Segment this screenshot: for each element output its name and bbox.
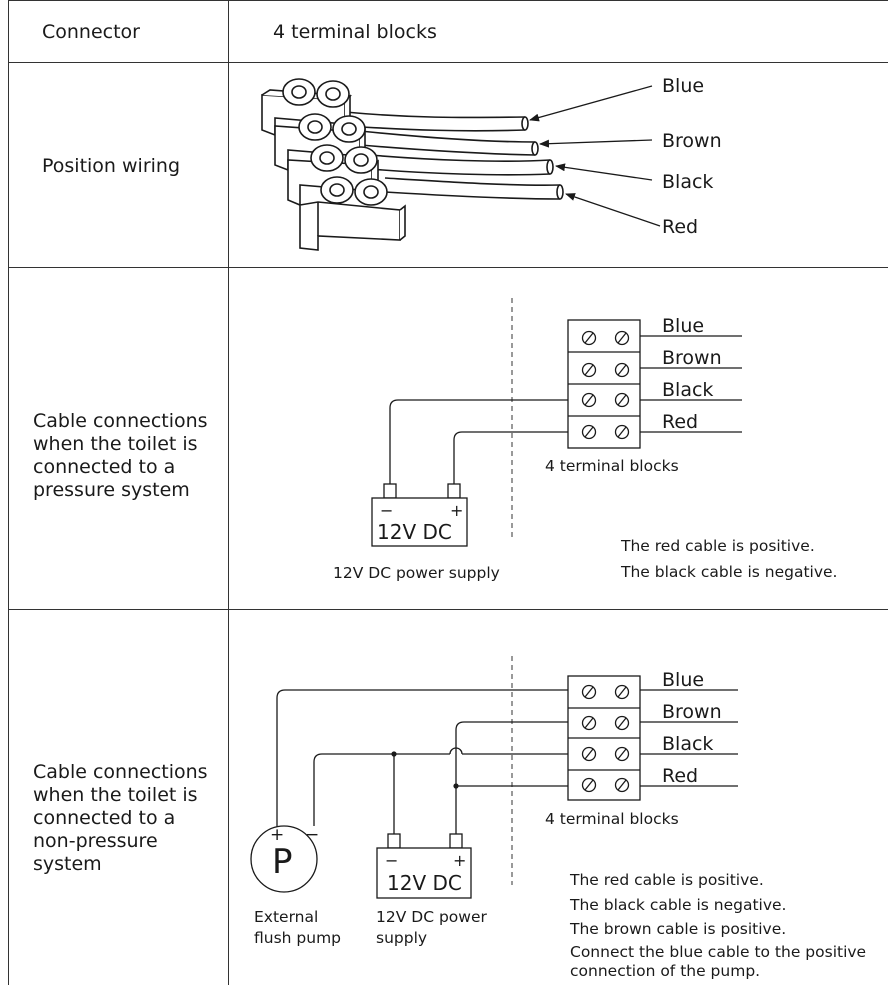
battery-2-minus: − <box>385 851 398 870</box>
power-supply-caption: 12V DC power supply <box>333 564 500 582</box>
battery-plus: + <box>450 501 463 520</box>
row-label-position-wiring: Position wiring <box>42 155 181 177</box>
pump-letter: P <box>272 842 293 882</box>
cable-label-blue: Blue <box>662 75 704 97</box>
nonpressure-label-brown: Brown <box>662 701 722 723</box>
nonpressure-label-blue: Blue <box>662 669 704 691</box>
pump-minus: − <box>305 825 319 845</box>
battery-minus: − <box>380 501 393 520</box>
nonpressure-wiring-diagram: Blue Brown Black Red 4 terminal blocks P… <box>250 656 866 980</box>
terminal-block-1 <box>261 78 353 137</box>
battery-2-plus: + <box>453 851 466 870</box>
nonpressure-note-5: connection of the pump. <box>570 962 760 980</box>
pressure-label-red: Red <box>662 411 698 433</box>
nonpressure-note-3: The brown cable is positive. <box>569 920 786 938</box>
junction-dot-black <box>391 751 397 757</box>
nonpressure-note-1: The red cable is positive. <box>569 871 764 889</box>
nonpressure-note-4: Connect the blue cable to the positive <box>570 943 866 961</box>
pump-plus: + <box>270 825 284 845</box>
row-value-connector: 4 terminal blocks <box>273 21 437 43</box>
pressure-label-black: Black <box>662 379 713 401</box>
table-row-divider-2 <box>8 267 888 268</box>
pressure-terminal-caption: 4 terminal blocks <box>545 457 679 475</box>
battery-2-label: 12V DC <box>387 871 462 895</box>
power-caption-line-2: supply <box>376 929 427 947</box>
junction-dot-red <box>453 783 459 789</box>
nonpressure-note-2: The black cable is negative. <box>569 896 786 914</box>
row-label-pressure-system: Cable connections when the toilet is con… <box>33 410 208 501</box>
terminal-strip-2 <box>276 675 738 834</box>
terminal-block-4 <box>299 176 406 251</box>
cable-wires <box>344 111 564 200</box>
cable-label-brown: Brown <box>662 130 722 152</box>
nonpressure-terminal-caption: 4 terminal blocks <box>545 810 679 828</box>
pressure-note-red: The red cable is positive. <box>620 537 815 555</box>
table-border-top <box>8 0 888 1</box>
nonpressure-label-red: Red <box>662 765 698 787</box>
row-label-connector: Connector <box>42 21 140 43</box>
pump: P + − <box>250 825 319 893</box>
cable-label-black: Black <box>662 171 713 193</box>
nonpressure-label-black: Black <box>662 733 713 755</box>
pump-caption-line-2: flush pump <box>254 929 341 947</box>
table-row-divider-3 <box>8 609 888 610</box>
table-border-left <box>8 0 9 985</box>
battery-label: 12V DC <box>377 520 452 544</box>
cable-arrows <box>529 85 661 227</box>
terminal-block-illustration <box>261 78 564 251</box>
row-label-nonpressure-system: Cable connections when the toilet is con… <box>33 761 208 875</box>
battery <box>371 483 468 547</box>
pressure-note-black: The black cable is negative. <box>620 563 837 581</box>
pump-caption-line-1: External <box>254 908 318 926</box>
table-row-divider-1 <box>8 62 888 63</box>
table-column-divider <box>228 0 229 985</box>
cable-label-red: Red <box>662 216 698 238</box>
battery-2 <box>376 833 472 899</box>
power-caption-line-1: 12V DC power <box>376 908 487 926</box>
pressure-label-brown: Brown <box>662 347 722 369</box>
pressure-wiring-diagram: Blue Brown Black Red 4 terminal blocks −… <box>333 298 837 582</box>
pressure-label-blue: Blue <box>662 315 704 337</box>
terminal-strip <box>389 319 742 484</box>
